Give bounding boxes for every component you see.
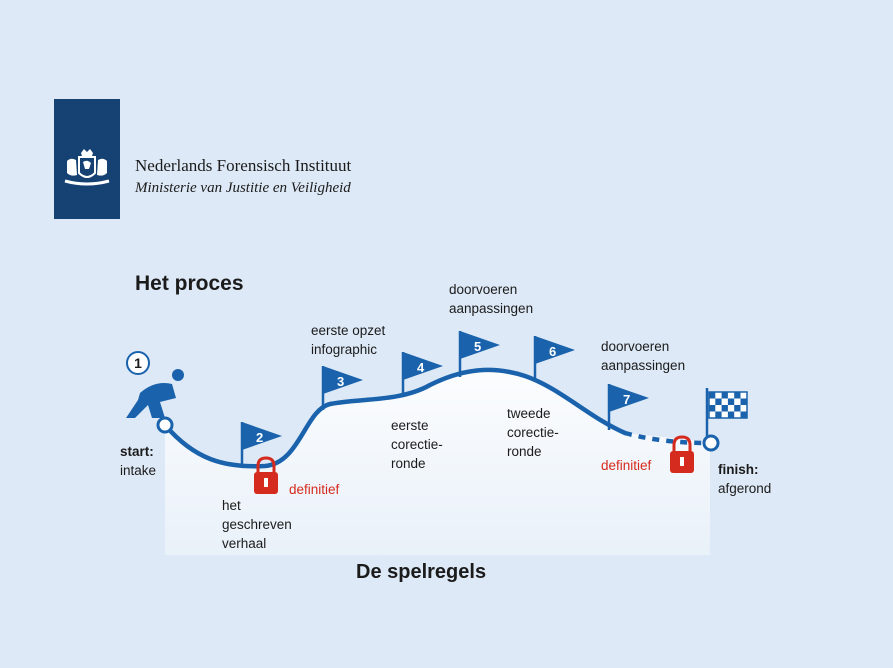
finish-label-sub: afgerond	[718, 481, 772, 496]
finish-label-title: finish:	[718, 462, 759, 477]
flag-6-label: tweede corectie- ronde	[507, 406, 559, 459]
padlock-icon	[670, 435, 694, 473]
lock-1-label: definitief	[289, 482, 340, 497]
finish-label: finish: afgerond	[718, 460, 771, 498]
flag-7: 7	[607, 384, 649, 430]
route-area	[165, 369, 710, 555]
padlock-icon	[254, 456, 278, 494]
flag-4-number: 4	[417, 360, 425, 375]
org-ministry: Ministerie van Justitie en Veiligheid	[135, 180, 351, 196]
start-label-title: start:	[120, 444, 154, 459]
flag-3: 3	[321, 366, 363, 410]
flag-6-number: 6	[549, 344, 556, 359]
flag-4-label: eerste corectie- ronde	[391, 418, 443, 471]
flag-5: 5	[458, 331, 500, 377]
route-line	[162, 367, 628, 469]
step-1-badge	[126, 351, 150, 375]
flag-2-number: 2	[256, 430, 263, 445]
page-heading: Het proces	[135, 272, 244, 295]
step-1-number: 1	[134, 355, 142, 371]
start-node	[156, 416, 174, 434]
flag-7-number: 7	[623, 392, 630, 407]
org-name: Nederlands Forensisch Instituut	[135, 156, 352, 175]
flag-5-number: 5	[474, 339, 481, 354]
lock-2-label: definitief	[601, 458, 652, 473]
flag-2: 2	[240, 422, 282, 468]
flag-6: 6	[533, 336, 575, 380]
checkered-flag-icon	[705, 388, 748, 436]
flag-3-number: 3	[337, 374, 344, 389]
flag-4: 4	[401, 352, 443, 396]
rijkswapen-crest-icon	[64, 149, 110, 186]
flag-5-label: doorvoeren aanpassingen	[449, 282, 534, 316]
flag-2-label: het geschreven verhaal	[222, 498, 292, 551]
flag-3-label: eerste opzet infographic	[311, 323, 386, 357]
finish-node	[702, 434, 720, 452]
route-line-dashed	[624, 430, 709, 446]
cyclist-icon	[126, 369, 184, 418]
flag-7-label: doorvoeren aanpassingen	[601, 339, 686, 373]
start-label-sub: intake	[120, 463, 157, 478]
footer-title: De spelregels	[356, 561, 487, 583]
logo-bar	[54, 99, 120, 219]
start-label: start: intake	[120, 442, 156, 480]
